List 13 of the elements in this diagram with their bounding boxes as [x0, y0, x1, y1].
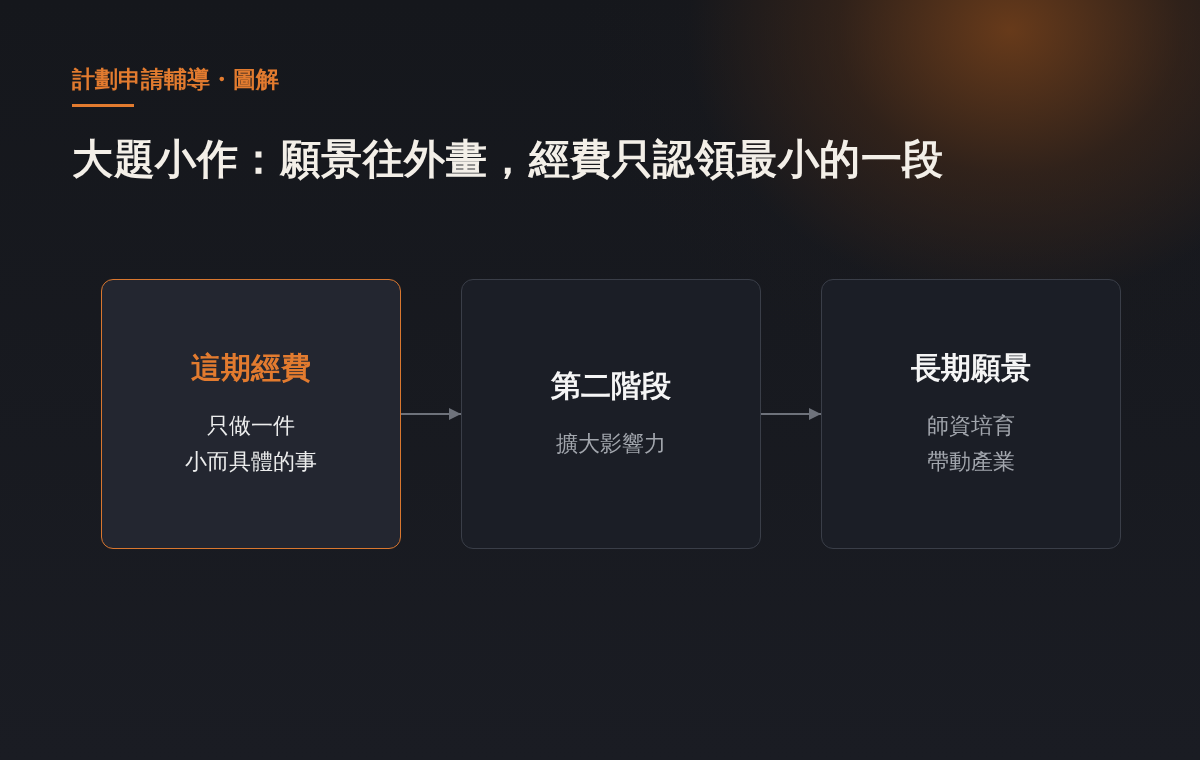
arrow — [760, 408, 822, 420]
page-title: 大題小作：願景往外畫，經費只認領最小的一段 — [72, 134, 944, 185]
stage-card — [101, 279, 401, 549]
stage-card — [461, 279, 761, 549]
stage-title: 第二階段 — [551, 367, 671, 405]
stage-title: 長期願景 — [911, 349, 1031, 387]
stage-card — [821, 279, 1121, 549]
arrow — [400, 408, 462, 420]
stage-description: 擴大影響力 — [556, 430, 666, 458]
stage-description: 只做一件小而具體的事 — [185, 412, 317, 476]
stage-title: 這期經費 — [191, 349, 311, 387]
section-label: 計劃申請輔導・圖解 — [72, 65, 279, 94]
stage-description: 師資培育帶動產業 — [927, 412, 1015, 476]
